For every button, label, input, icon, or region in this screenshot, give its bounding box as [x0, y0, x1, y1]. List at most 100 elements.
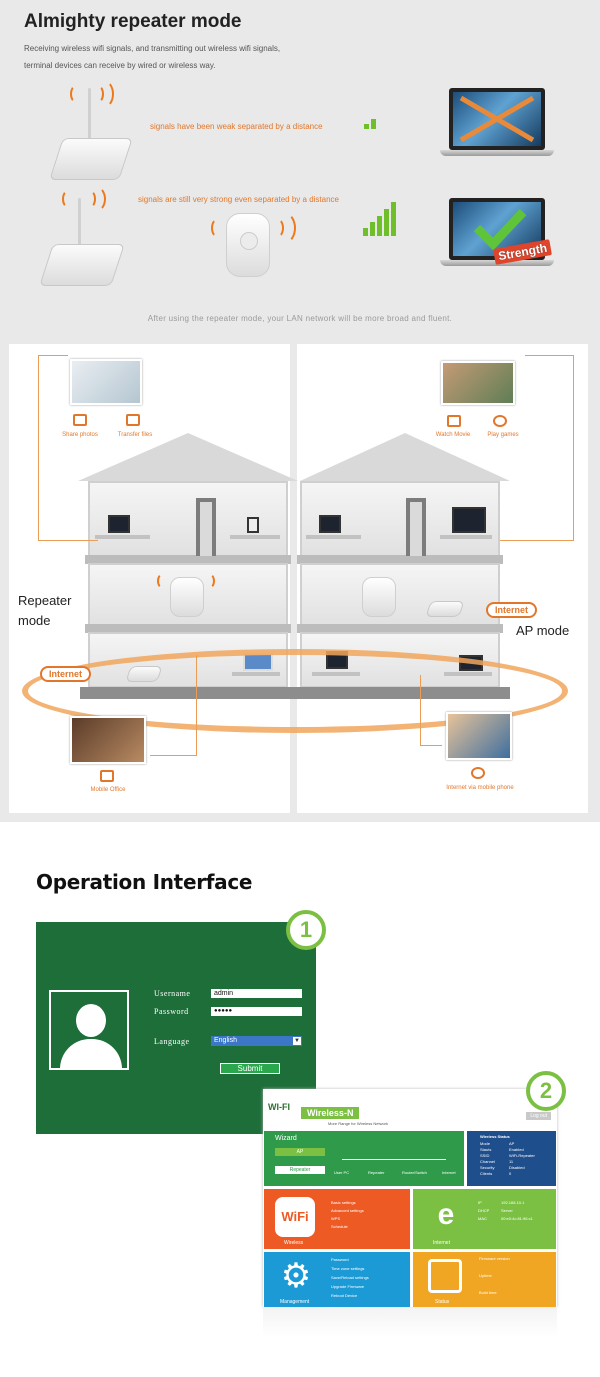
tv-image [452, 507, 486, 533]
ap-mode-label: AP mode [516, 623, 570, 638]
banner-subtitle: Receiving wireless wifi signals, and tra… [24, 40, 354, 74]
game-icon [493, 415, 507, 427]
link-reboot-device[interactable]: Reboot Device [331, 1293, 358, 1298]
dashboard-screen: WI-FI Wireless-N More Range for Wireless… [263, 1089, 557, 1307]
operation-interface-title: Operation Interface [36, 870, 253, 894]
status-info: Build time [479, 1290, 497, 1295]
status-value: WiFi-Repeater [509, 1153, 535, 1158]
desktop-pc-image [319, 515, 341, 533]
watch-movie-image [441, 361, 515, 405]
weak-signal-text: signals have been weak separated by a di… [150, 122, 323, 131]
internet-explorer-icon: e [437, 1198, 455, 1231]
flow-label-pc: User PC [334, 1170, 350, 1175]
internet-key: MAC [478, 1216, 487, 1221]
banner-footer-note: After using the repeater mode, your LAN … [147, 314, 453, 323]
play-games-caption: Play games [487, 432, 519, 438]
brand-tagline: More Range for Wireless Network [328, 1121, 389, 1126]
checkmark-icon [473, 208, 527, 251]
banner-subtitle-line2: terminal devices can receive by wired or… [24, 61, 216, 70]
share-photos-caption: Share photos [62, 432, 98, 438]
ground-slab [80, 687, 510, 699]
internet-key: IP [478, 1200, 482, 1205]
wizard-title: Wizard [275, 1135, 297, 1142]
desk [95, 535, 150, 539]
modes-illustration: Repeater mode AP mode Internet Internet … [0, 335, 600, 822]
router-image [49, 138, 133, 180]
internet-tile[interactable]: e Internet IP 192.168.10.1 DHCP Server M… [413, 1189, 556, 1249]
floor-slab [85, 624, 291, 633]
internet-value: 00:e0:4c:81:96:c1 [501, 1216, 533, 1221]
repeater-mode-button[interactable]: Repeater [275, 1166, 325, 1174]
password-label: Password [154, 1007, 189, 1016]
wizard-tile[interactable]: Wizard AP Repeater User PC Repeater Rout… [264, 1131, 464, 1186]
house-roof [78, 433, 298, 481]
internet-label: Internet [433, 1240, 450, 1246]
router-image [425, 601, 465, 617]
language-select[interactable]: English ▼ [211, 1036, 302, 1046]
signal-wave-icon [62, 190, 74, 208]
repeater-mode-label-line2: mode [18, 613, 51, 628]
ap-device-image [362, 577, 396, 617]
banner-subtitle-line1: Receiving wireless wifi signals, and tra… [24, 44, 281, 53]
door [196, 498, 216, 556]
signal-wave-icon [272, 212, 296, 244]
status-value: Disabled [509, 1165, 525, 1170]
repeater-device-image [226, 213, 270, 277]
status-value: Enabled [509, 1147, 524, 1152]
brand-label: Wireless-N [301, 1107, 360, 1119]
hd-icon [447, 415, 461, 427]
wireless-status-title: Wireless Status [480, 1134, 510, 1139]
desk [306, 535, 361, 539]
step-2-badge: 2 [526, 1071, 566, 1111]
mobile-office-caption: Mobile Office [90, 787, 126, 793]
status-info: Uptime [479, 1273, 492, 1278]
submit-button[interactable]: Submit [220, 1063, 280, 1074]
mobile-phone-image [446, 712, 512, 760]
internet-badge-right: Internet [486, 602, 538, 618]
signal-wave-icon [203, 573, 215, 589]
mobile-office-image [70, 716, 146, 764]
wireless-status-tile: Wireless Status Mode AP Stauts Enabled S… [467, 1131, 556, 1186]
management-tile[interactable]: ⚙ Management Password Time zone settings… [264, 1252, 410, 1307]
banner-title: Almighty repeater mode [24, 11, 242, 32]
link-upgrade-firmware[interactable]: Upgrade Firmware [331, 1284, 365, 1289]
watch-movie-caption: Watch Movie [435, 432, 471, 438]
cross-icon [459, 95, 535, 143]
link-time-zone[interactable]: Time zone settings [331, 1266, 365, 1271]
username-label: Username [154, 989, 191, 998]
link-advanced-settings[interactable]: Advanced settings [331, 1208, 364, 1213]
signal-wave-icon [157, 573, 169, 589]
flow-line [342, 1159, 446, 1160]
link-password[interactable]: Password [331, 1257, 349, 1262]
status-key: Clients [480, 1171, 493, 1176]
password-input[interactable]: ●●●●● [211, 1007, 302, 1016]
link-basic-settings[interactable]: Basic settings [331, 1200, 356, 1205]
link-schedule[interactable]: Schedule [331, 1224, 348, 1229]
wireless-tile[interactable]: WiFi Wireless Basic settings Advanced se… [264, 1189, 410, 1249]
leader-line [525, 355, 574, 540]
username-input[interactable]: admin [211, 989, 302, 998]
signal-wave-icon [211, 218, 225, 238]
language-select-value: English [214, 1037, 237, 1044]
logout-button[interactable]: Log out [526, 1112, 551, 1120]
status-tile[interactable]: Status Firmware version Uptime Build tim… [413, 1252, 556, 1307]
link-wps[interactable]: WPS [331, 1216, 341, 1221]
wifi-logo: WI-FI [268, 1102, 290, 1112]
leader-line [38, 540, 98, 541]
chevron-down-icon[interactable]: ▼ [293, 1037, 301, 1045]
tablet-icon [100, 770, 114, 782]
wireless-label: Wireless [284, 1240, 304, 1246]
internet-value: 192.168.10.1 [501, 1200, 525, 1205]
ap-mode-button[interactable]: AP [275, 1148, 325, 1156]
status-grid-icon [428, 1259, 462, 1293]
wifi-icon: WiFi [275, 1197, 315, 1237]
floor-slab [297, 555, 503, 564]
internet-key: DHCP [478, 1208, 490, 1213]
signal-wave-icon [86, 186, 106, 212]
door [406, 498, 426, 556]
internet-badge-left: Internet [40, 666, 92, 682]
leader-line [196, 655, 197, 755]
link-save-reload[interactable]: Save/Reload settings [331, 1275, 369, 1280]
laptop-base [440, 150, 554, 156]
leader-line [420, 745, 442, 746]
